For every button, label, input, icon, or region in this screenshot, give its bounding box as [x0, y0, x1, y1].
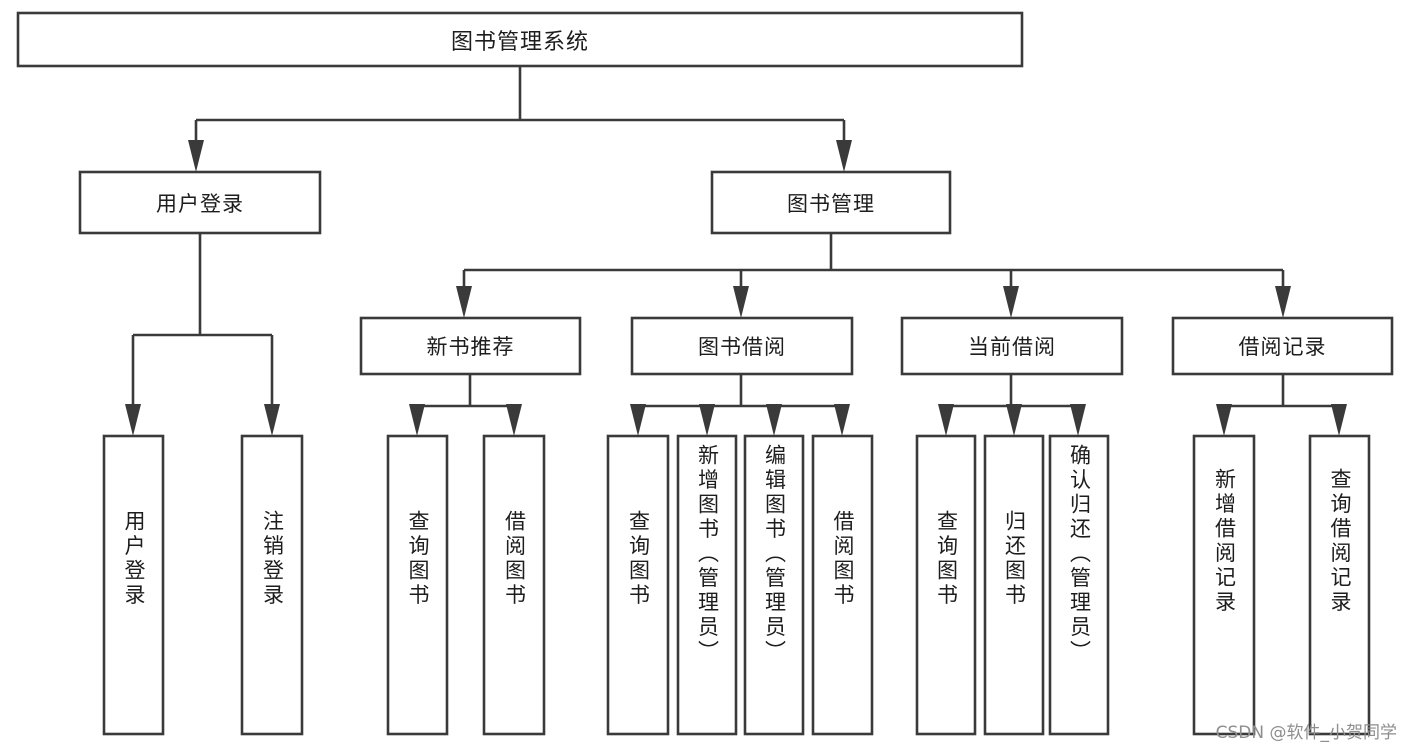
node-leaf-logout[interactable] [240, 434, 304, 736]
connector-bookmgmt-to-level3 [456, 233, 1291, 318]
node-leaf-query-book-2[interactable] [606, 434, 670, 736]
node-leaf-borrow-book-1[interactable] [482, 434, 546, 736]
node-new-book-recommend[interactable] [359, 316, 582, 376]
node-book-management[interactable] [710, 170, 952, 235]
node-leaf-query-book-3[interactable] [915, 434, 977, 736]
node-book-borrow[interactable] [630, 316, 854, 376]
arrow-head-icon [630, 404, 646, 436]
node-root[interactable] [16, 11, 1024, 68]
arrow-head-icon [1331, 404, 1347, 436]
node-leaf-borrow-book-2[interactable] [811, 434, 874, 736]
node-leaf-user-login[interactable] [102, 434, 165, 736]
arrow-head-icon [1003, 286, 1019, 318]
arrow-head-icon [699, 404, 715, 436]
arrow-head-icon [506, 404, 522, 436]
connector-currentborrow-to-leaves [938, 374, 1086, 436]
arrow-head-icon [409, 404, 425, 436]
node-leaf-add-book[interactable] [676, 434, 738, 736]
connector-bookborrow-to-leaves [630, 374, 850, 436]
arrow-head-icon [766, 404, 782, 436]
node-leaf-query-book-1[interactable] [386, 434, 449, 736]
arrow-head-icon [125, 404, 141, 436]
arrow-head-icon [1006, 404, 1022, 436]
arrow-head-icon [456, 286, 472, 318]
connector-userlogin-to-leaves [125, 233, 280, 436]
arrow-head-icon [938, 404, 954, 436]
arrow-head-icon [1216, 404, 1232, 436]
node-leaf-return-book[interactable] [983, 434, 1045, 736]
arrow-head-icon [264, 404, 280, 436]
node-leaf-confirm-return[interactable] [1048, 434, 1110, 736]
connector-newbook-to-leaves [409, 374, 522, 436]
node-user-login[interactable] [78, 170, 322, 235]
node-leaf-add-record[interactable] [1192, 434, 1256, 736]
node-current-borrow[interactable] [900, 316, 1124, 376]
arrow-head-icon [733, 286, 749, 318]
arrow-head-icon [188, 140, 204, 172]
node-leaf-query-record[interactable] [1308, 434, 1371, 736]
node-borrow-record[interactable] [1171, 316, 1394, 376]
connector-root-to-level2 [188, 66, 852, 172]
arrow-head-icon [834, 404, 850, 436]
arrow-head-icon [1275, 286, 1291, 318]
arrow-head-icon [1070, 404, 1086, 436]
arrow-head-icon [836, 140, 852, 172]
connector-borrowrecord-to-leaves [1216, 374, 1347, 436]
node-leaf-edit-book[interactable] [743, 434, 805, 736]
